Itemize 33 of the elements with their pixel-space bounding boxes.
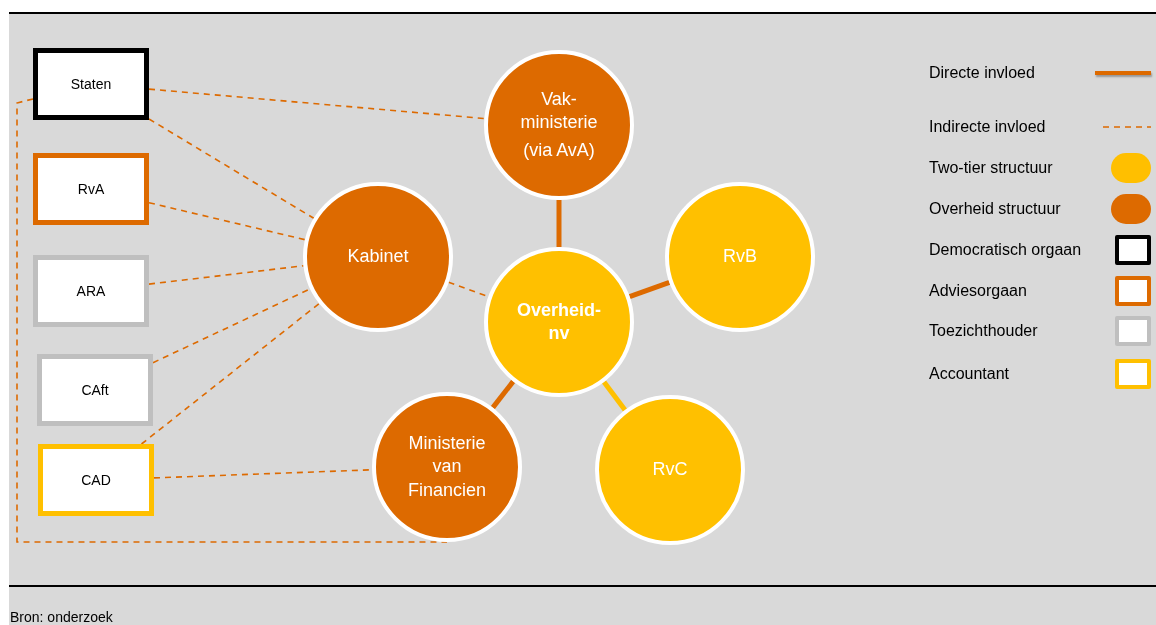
dashed-connector <box>140 302 320 445</box>
organ-box <box>37 354 153 426</box>
legend-label: Overheid structuur <box>929 199 1061 219</box>
circle-label: Kabinet <box>347 245 409 269</box>
source-note: Bron: onderzoek <box>10 610 113 625</box>
legend-label: Directe invloed <box>929 63 1035 83</box>
legend-label: Two-tier structuur <box>929 158 1053 178</box>
dashed-connector <box>148 118 315 220</box>
legend-label: Accountant <box>929 364 1010 384</box>
legend-label: Toezichthouder <box>929 321 1038 341</box>
box-label: ARA <box>76 281 106 301</box>
circle-label: RvB <box>723 245 757 269</box>
box-label: CAD <box>81 470 111 490</box>
circle-label: RvC <box>652 458 688 482</box>
circle-label: Ministerie van Financien <box>406 431 487 502</box>
connector-line <box>602 380 627 412</box>
connector-line <box>556 200 562 247</box>
box-label: RvA <box>77 179 105 199</box>
legend-label: Adviesorgaan <box>929 281 1027 301</box>
dashed-connector <box>148 88 486 120</box>
circle-label: Vak-ministerie <box>519 87 599 135</box>
organ-box <box>38 444 154 516</box>
connector-line <box>490 379 516 410</box>
circle-label: Overheid-nv <box>516 298 602 345</box>
circle-label: (via AvA) <box>523 138 595 162</box>
box-label: Staten <box>70 74 112 94</box>
organ-box <box>33 48 149 120</box>
legend-label: Democratisch orgaan <box>929 240 1082 260</box>
box-label: CAft <box>81 380 109 400</box>
legend-label: Indirecte invloed <box>929 117 1046 137</box>
organ-box <box>33 255 149 327</box>
organ-box <box>33 153 149 225</box>
dashed-connector <box>148 265 305 285</box>
